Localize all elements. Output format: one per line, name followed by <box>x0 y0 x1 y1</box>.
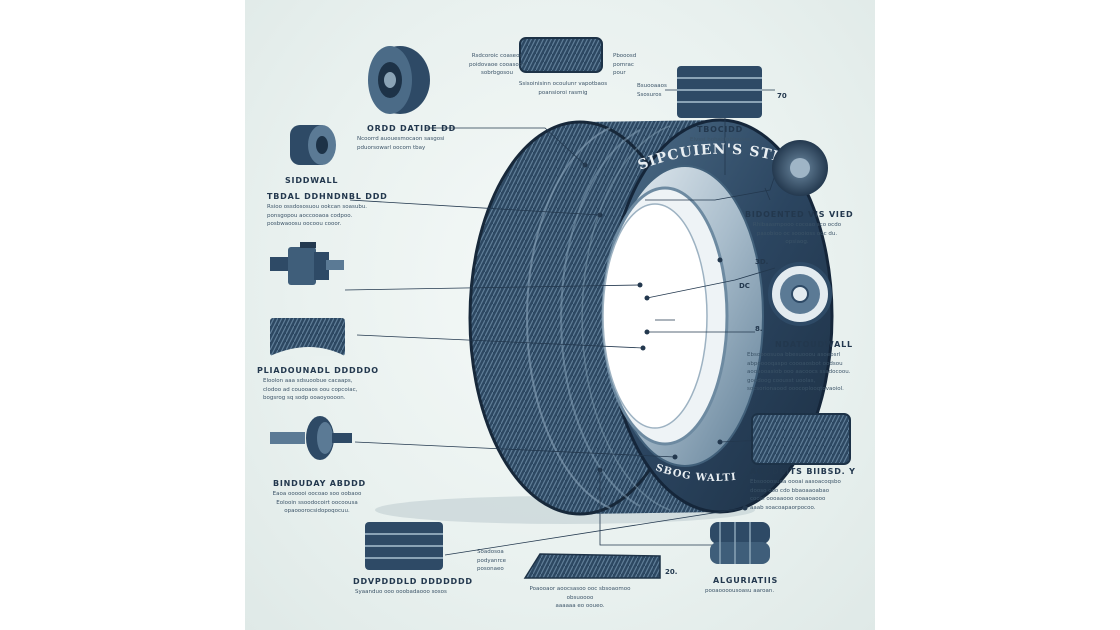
label-top-left-desc: Ncoorrd auouesmocaon sasgosi pduorsowarl… <box>357 136 445 151</box>
label-top-right-title: TBOCIDD <box>696 125 744 134</box>
label-neato-desc: Ebsoooosuoa bbesuooou asoepsrl abpooooqa… <box>747 352 851 392</box>
label-tread-title: TBDAL DDHNDNBL DDD <box>267 192 388 201</box>
tread-strip-top-icon <box>519 37 603 73</box>
label-bottom-left-desc: Syaanduo ooo ooobadaooo sosos <box>355 589 447 595</box>
label-binding-title: BINDUDAY ABDDD <box>273 479 366 488</box>
tag-dc: DC <box>739 282 750 290</box>
tire-illustration: SIPCUIEN'S STIRE SBOG WALTI <box>245 0 851 579</box>
label-alg-desc: pooaoooousoasu aaroan. <box>705 588 775 594</box>
tread-block-icon <box>270 318 345 356</box>
callout-dots <box>582 162 748 511</box>
tread-block-bottom-left-icon <box>365 522 443 570</box>
label-top-right-desc: Elvssi bohabinbiousss <box>690 137 750 143</box>
tag-3d: 3D. <box>755 258 769 266</box>
tag-70: 70 <box>777 92 787 100</box>
label-neato-title: NDATOUDWALL <box>775 340 853 349</box>
wheel-icon-top <box>772 140 828 196</box>
tag-20: 20. <box>665 568 678 576</box>
label-sidewall-right-desc: Rhibaasmpooo cocoao sco ocdo pasobioo oc… <box>752 222 842 245</box>
label-adjoin-desc: Ebsoooosuoa oooai aasoacoqsbo dooso ooo … <box>750 479 841 511</box>
label-top-center-a: Rsdcoroic coaseos poidovaoe cooasoos sob… <box>469 53 525 76</box>
label-top-center-c: Ssisoinisinn ocoulunr vapotbaos poansior… <box>518 81 608 96</box>
label-alg-title: ALGURIATIIS <box>713 576 779 585</box>
tread-block-stack-icon <box>677 66 762 118</box>
tire-infographic: SIPCUIEN'S STIRE SBOG WALTI <box>245 0 875 630</box>
label-binding-desc: Eaoa oooooi oocoao soo oobaoo Eolooin ss… <box>272 491 362 514</box>
label-top-center-b: Pbooosd pomrac pour <box>613 53 637 76</box>
label-bottom-center-a: Soadosoa podyanrce posonaeo <box>477 549 507 572</box>
stacked-tire-icon <box>710 522 770 564</box>
label-bottom-left-title: DDVPDDDLD DDDDDDD <box>353 577 473 586</box>
hub-cap-icon <box>290 125 336 165</box>
label-sidewall-title: SIDDWALL <box>285 176 339 185</box>
tire-stack-icon <box>368 46 430 114</box>
valve-icon <box>270 242 344 285</box>
label-plaid-desc: Eloolon aaa sdsuoobue cacaaps, clodoo ad… <box>263 378 358 401</box>
label-bottom-center-b: Poaooaor aoocsasoo ooc sbsoaomoo obsuooo… <box>529 586 631 609</box>
label-sidewall-right-title: BIDOENTED VIS VIED <box>745 210 854 219</box>
label-top-right-small: Bsuooaaos Ssosuros <box>637 83 667 98</box>
tag-8: 8. <box>755 325 763 333</box>
leader-lines <box>344 89 776 556</box>
label-adjoin-title: AODDCITS BIIBSD. Y <box>750 467 856 476</box>
label-top-left-title: ORDD DATIDE DD <box>367 124 457 133</box>
wheel-icon-middle <box>768 262 832 326</box>
bolt-icon <box>270 416 352 460</box>
label-tread-desc: Rsioo ossdososuou ookcan soasubu. ponsgo… <box>267 204 368 227</box>
tread-profile-icon <box>523 553 661 579</box>
label-plaid-title: PLIADOUNADL DDDDDO <box>257 366 379 375</box>
tread-block-right-icon <box>751 413 851 465</box>
